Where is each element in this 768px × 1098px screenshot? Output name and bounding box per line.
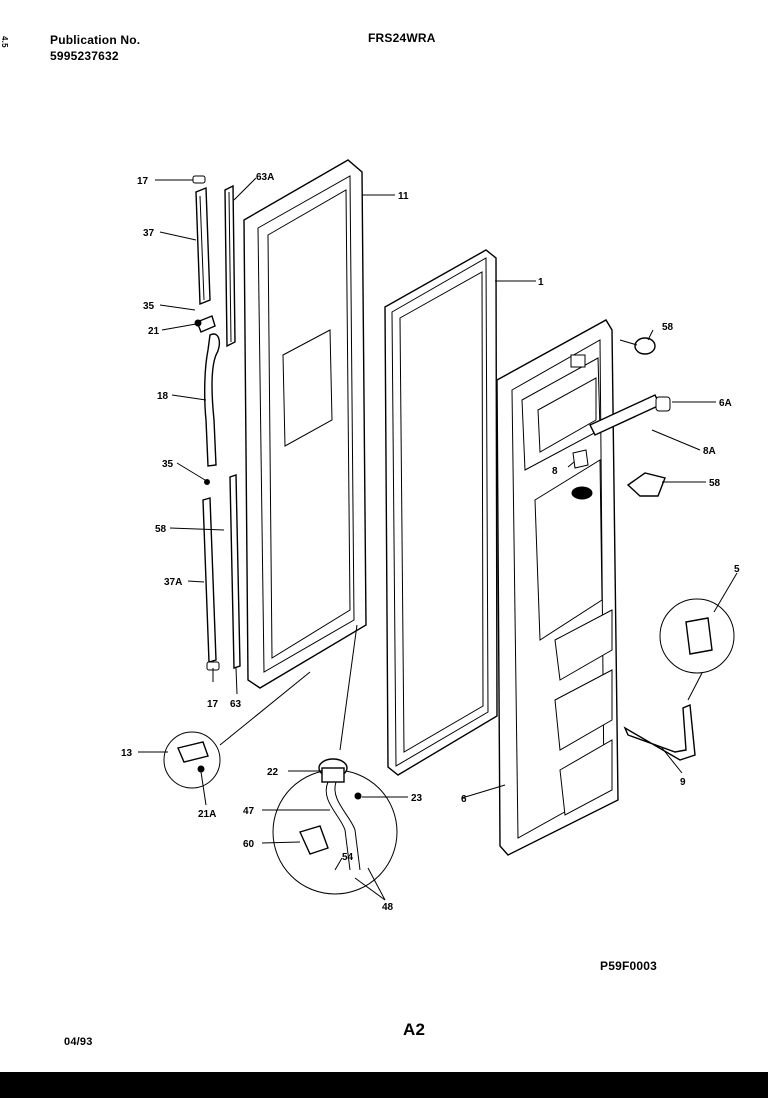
callout-54: 54 [342, 852, 354, 863]
callout-8a: 8A [703, 446, 716, 457]
door-trim-bottom-right [229, 474, 241, 669]
callout-17-bottom: 17 [207, 699, 219, 710]
page-code: A2 [403, 1020, 426, 1039]
callout-58-paddle: 58 [709, 478, 721, 489]
model-number: FRS24WRA [368, 31, 436, 45]
callout-37: 37 [143, 228, 155, 239]
door-trim-top-left [192, 175, 211, 306]
callout-6a: 6A [719, 398, 732, 409]
door-trim-bottom-left [202, 479, 220, 671]
revision-date: 04/93 [64, 1036, 93, 1048]
callout-1: 1 [538, 277, 544, 288]
page-bottom-border [0, 1072, 768, 1098]
detail-circle-5 [659, 598, 735, 674]
callout-58-left: 58 [155, 524, 167, 535]
callout-9: 9 [680, 777, 686, 788]
callout-22: 22 [267, 767, 279, 778]
detail-circle-wiring [272, 624, 398, 895]
door-handle [194, 315, 221, 467]
callout-17-top: 17 [137, 176, 149, 187]
detail-circle-13 [163, 671, 311, 789]
callout-58-screw: 58 [662, 322, 674, 333]
callout-47: 47 [243, 806, 255, 817]
callout-60: 60 [243, 839, 255, 850]
screw-58 [619, 337, 656, 355]
callout-13: 13 [121, 748, 133, 759]
paddle-58 [626, 472, 666, 497]
door-trim-top-right [224, 184, 236, 348]
outer-door-panel [243, 159, 367, 689]
publication-number: 5995237632 [50, 49, 119, 63]
diagram-code: P59F0003 [600, 959, 657, 973]
callout-23: 23 [411, 793, 423, 804]
leader-lines [138, 177, 738, 901]
callout-6: 6 [461, 794, 467, 805]
callout-63a: 63A [256, 172, 274, 183]
callout-labels: 17 37 35 21 18 35 58 37A 17 63 63A 11 1 … [121, 172, 740, 913]
callout-21: 21 [148, 326, 160, 337]
callout-5: 5 [734, 564, 740, 575]
bracket-8 [623, 703, 696, 761]
door-liner [384, 249, 498, 776]
callout-35: 35 [143, 301, 155, 312]
callout-63: 63 [230, 699, 242, 710]
callout-18: 18 [157, 391, 169, 402]
callout-48: 48 [382, 902, 394, 913]
page-side-mark: 4.5 [0, 36, 9, 48]
publication-label: Publication No. [50, 33, 141, 47]
callout-8: 8 [552, 466, 558, 477]
callout-11: 11 [398, 191, 409, 202]
callout-21a: 21A [198, 809, 216, 820]
callout-35-lower: 35 [162, 459, 174, 470]
dispenser-bar-8a [572, 394, 671, 469]
callout-37a: 37A [164, 577, 182, 588]
dispenser-door-panel [496, 319, 619, 856]
